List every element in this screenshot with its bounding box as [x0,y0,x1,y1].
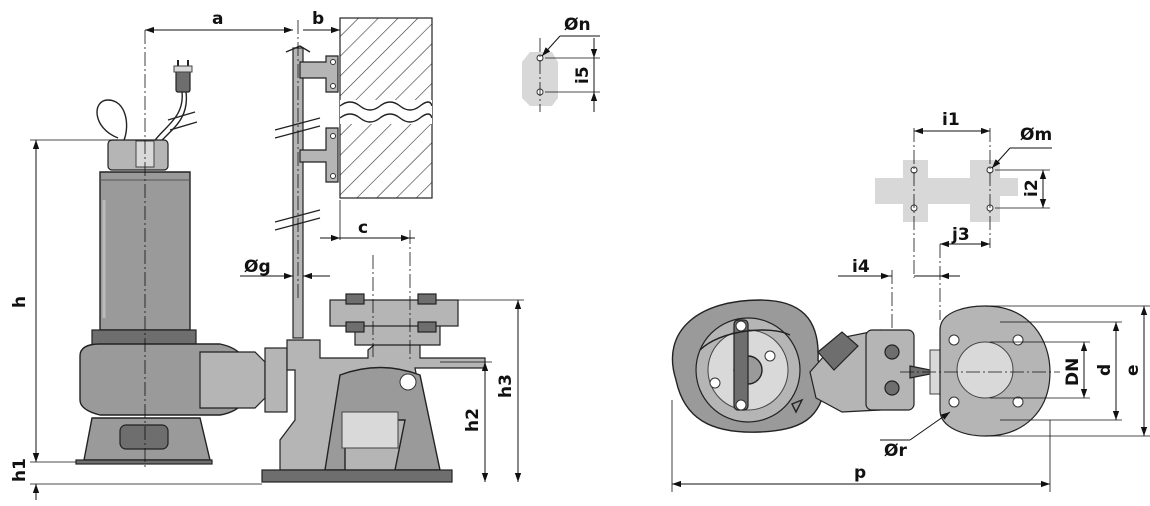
dim-label-h3: h3 [496,374,516,398]
dim-label-dn: DN [1063,358,1083,386]
dim-label-m: Øm [1020,125,1052,145]
dim-label-e: e [1123,364,1143,376]
duckfoot-bend [261,293,486,483]
power-cable [149,60,198,153]
dim-label-a: a [212,9,223,29]
dim-label-i4: i4 [852,257,870,277]
wall [339,17,433,199]
dim-label-d: d [1095,364,1115,376]
dim-label-j3: j3 [951,225,970,245]
dim-label-p: p [854,463,866,483]
dim-label-n: Øn [564,15,591,35]
dim-label-i2: i2 [1022,179,1042,197]
dim-label-h1: h1 [10,458,30,482]
top-view: DN d e Ør p [671,299,1150,492]
dim-label-h2: h2 [463,408,483,432]
dim-label-g: Øg [244,257,271,277]
dim-label-i5: i5 [573,66,593,84]
dim-label-c: c [358,218,368,238]
dim-label-b: b [312,9,324,29]
pump-motor [75,99,288,465]
bracket-plate-detail: i5 Øn [522,15,600,112]
dim-label-r: Ør [884,441,907,461]
guide-pipe [274,45,339,339]
side-view: a b c Øg h h1 h2 h3 [10,9,524,500]
base-plate-detail: i1 Øm i2 j3 i4 [838,110,1052,330]
dim-label-h: h [10,296,30,308]
dim-line-r [909,411,951,441]
dim-label-i1: i1 [942,110,960,130]
